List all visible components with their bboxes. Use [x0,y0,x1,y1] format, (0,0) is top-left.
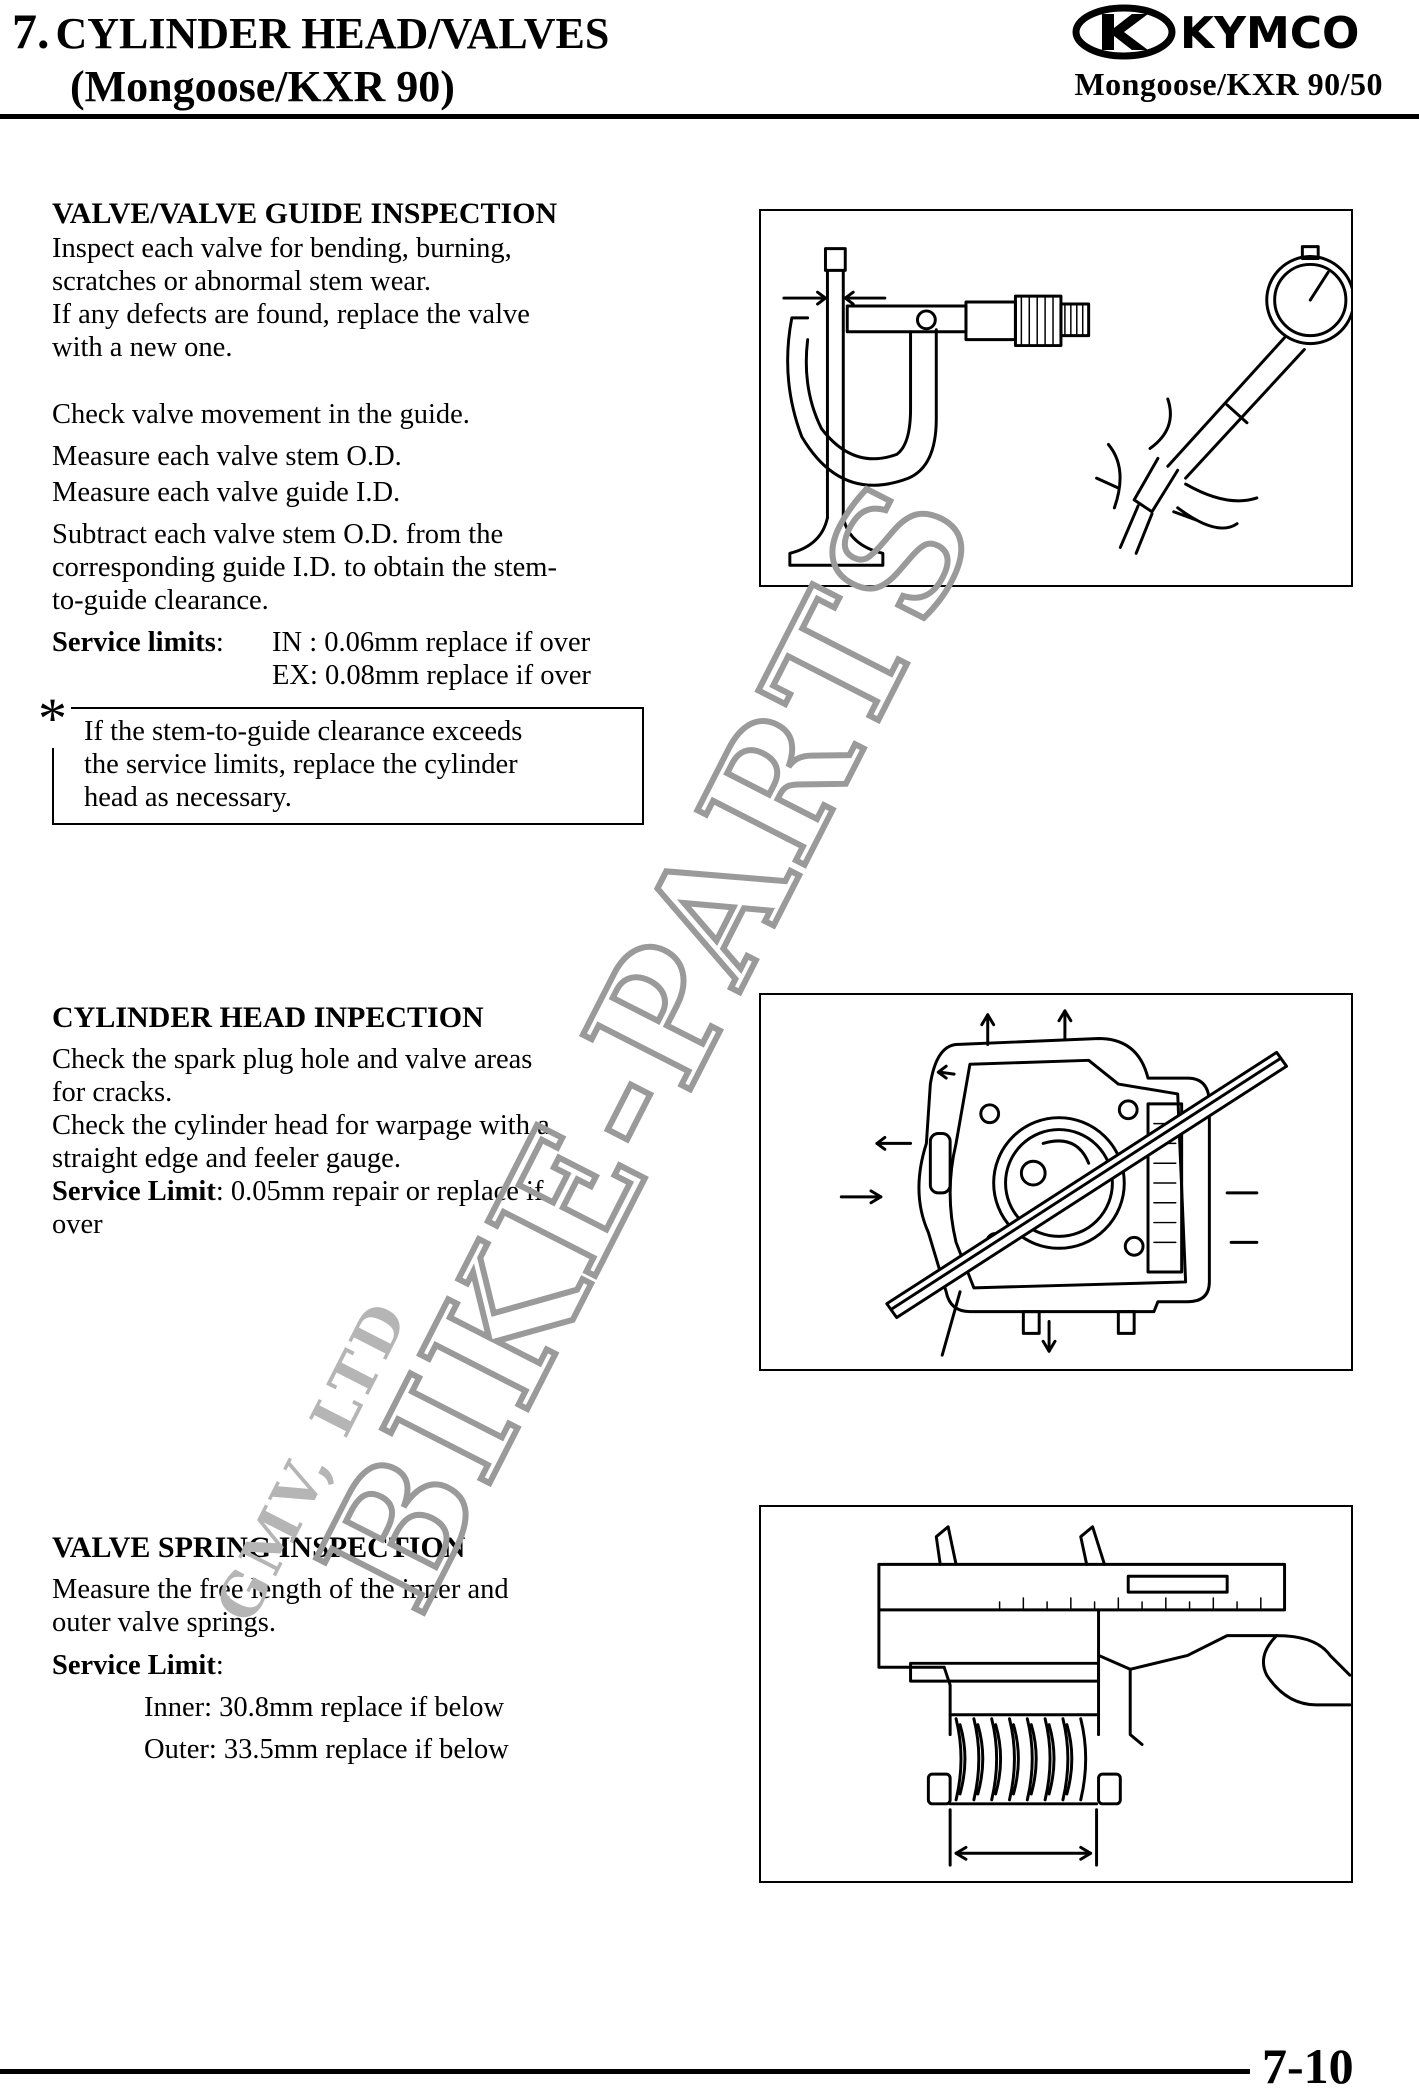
valve-guide-intro: Inspect each valve for bending, burning,… [52,232,662,364]
cylinder-head-heading: CYLINDER HEAD INPECTION [52,1001,484,1034]
check-movement-text: Check valve movement in the guide. [52,399,470,430]
service-limit-value: : 0.05mm repair or replace if [215,1176,544,1207]
text-line: straight edge and feeler gauge. [52,1143,401,1174]
limit-outer-spring: Outer: 33.5mm replace if below [144,1734,509,1765]
caliper-illustration [877,1525,1351,1867]
chapter-title-text: CYLINDER HEAD/VALVES [55,9,610,58]
text-line: If any defects are found, replace the va… [52,299,530,330]
text-line: for cracks. [52,1077,173,1108]
spring-service-limit-colon: : [215,1650,224,1681]
figure-cylinder-head-warpage [759,993,1353,1371]
valve-spring-heading: VALVE SPRING INSPECTION [52,1531,466,1564]
text-line: with a new one. [52,332,233,363]
text-line: Check the cylinder head for warpage with… [52,1110,550,1141]
limit-in: IN : 0.06mm replace if over [272,627,591,658]
spring-service-limit-label: Service Limit [52,1650,216,1681]
figure-micrometer-bore-gauge [759,209,1353,587]
header-rule [0,114,1419,119]
service-limits-label: Service limits [52,627,216,658]
text-line: head as necessary. [84,782,292,813]
text-line: the service limits, replace the cylinder [84,749,518,780]
cylinder-head-text: Check the spark plug hole and valve area… [52,1043,662,1241]
spring-service-limit-row: Service Limit: [52,1649,224,1682]
model-names: Mongoose/KXR 90/50 [1074,66,1383,102]
limit-ex: EX: 0.08mm replace if over [272,660,591,691]
text-line: Subtract each valve stem O.D. from the [52,519,504,550]
text-line: scratches or abnormal stem wear. [52,266,432,297]
text-line: outer valve springs. [52,1607,276,1638]
text-line: Measure the free length of the inner and [52,1574,509,1605]
brand-name: KYMCO [1180,8,1359,59]
note-asterisk: * [34,690,71,748]
caution-note-box [52,707,644,825]
cylinder-head-illustration [839,1009,1289,1357]
text-line: Inspect each valve for bending, burning, [52,233,512,264]
footer-rule [0,2069,1250,2074]
service-limits-row: Service limits: [52,627,224,658]
subtract-text: Subtract each valve stem O.D. from the c… [52,518,662,617]
chapter-title: 7.CYLINDER HEAD/VALVES [12,6,609,59]
measure-guide-text: Measure each valve guide I.D. [52,477,401,508]
text-line: to-guide clearance. [52,585,269,616]
page-number: 7-10 [1262,2038,1354,2094]
text-line: Check the spark plug hole and valve area… [52,1044,533,1075]
service-limit-line: Service Limit: 0.05mm repair or replace … [52,1175,662,1208]
chapter-subtitle: (Mongoose/KXR 90) [70,62,455,111]
micrometer-illustration [782,245,1351,567]
text-line: over [52,1209,103,1240]
text-line: If the stem-to-guide clearance exceeds [84,716,523,747]
caution-note-text: If the stem-to-guide clearance exceeds t… [84,715,644,814]
limit-inner-spring: Inner: 30.8mm replace if below [144,1692,505,1723]
valve-spring-text: Measure the free length of the inner and… [52,1573,662,1639]
kymco-logo: KYMCO [1072,4,1417,60]
text-line: corresponding guide I.D. to obtain the s… [52,552,557,583]
measure-stem-text: Measure each valve stem O.D. [52,441,402,472]
service-limit-label: Service Limit [52,1176,216,1207]
figure-valve-spring-caliper [759,1505,1353,1883]
chapter-number: 7. [12,3,50,59]
valve-guide-heading: VALVE/VALVE GUIDE INSPECTION [52,197,558,230]
